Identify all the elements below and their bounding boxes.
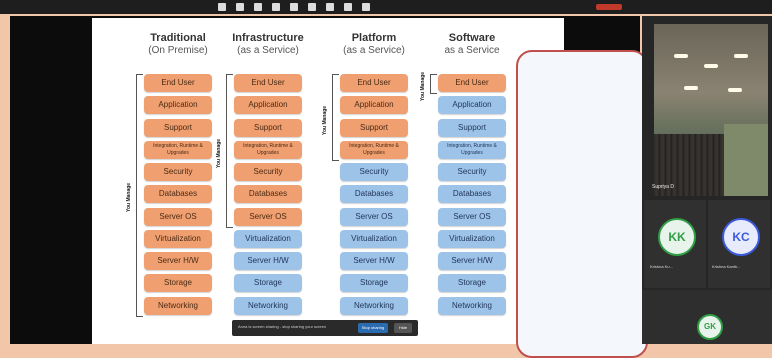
toolbar-icon[interactable] <box>308 3 316 11</box>
participant-video[interactable] <box>654 24 768 196</box>
stack-item: Application <box>144 96 212 115</box>
avatar: KC <box>722 218 760 256</box>
stack-item: Integration, Runtime & Upgrades <box>438 140 506 159</box>
stack-item: Virtualization <box>144 229 212 248</box>
stack-item: Storage <box>340 274 408 293</box>
saas-highlight-box <box>516 50 648 358</box>
stack-item: End User <box>144 74 212 92</box>
toolbar-icon[interactable] <box>272 3 280 11</box>
stack-item: Security <box>234 163 302 181</box>
stack-item: Integration, Runtime & Upgrades <box>340 140 408 159</box>
manage-bracket <box>430 74 437 95</box>
stack-item: End User <box>438 74 506 92</box>
stack-item: Networking <box>144 296 212 315</box>
stack-item: Server OS <box>144 207 212 226</box>
stack-item: Virtualization <box>340 229 408 248</box>
stack-item: Databases <box>438 185 506 204</box>
participant-tile-kk[interactable]: KK <box>644 200 706 288</box>
stack-item: Support <box>438 118 506 137</box>
stack-item: Server H/W <box>234 252 302 270</box>
stack-item: Networking <box>234 296 302 315</box>
you-manage-label: You Manage <box>216 138 222 168</box>
manage-bracket <box>332 74 339 161</box>
participant-name: Krishna Ku... <box>650 264 673 269</box>
avatar: GK <box>697 314 723 340</box>
column-subtitle: as a Service <box>444 45 500 56</box>
stack-item: Databases <box>144 185 212 204</box>
toolbar-icon[interactable] <box>362 3 370 11</box>
toolbar-icon[interactable] <box>326 3 334 11</box>
stack-item: Server OS <box>340 207 408 226</box>
stack-item: Storage <box>438 274 506 293</box>
avatar: KK <box>658 218 696 256</box>
stack-item: Application <box>234 96 302 115</box>
you-manage-label: You Manage <box>126 183 132 213</box>
stack-item: Server H/W <box>340 252 408 270</box>
stack-item: Security <box>144 163 212 181</box>
stack-item: Virtualization <box>234 229 302 248</box>
stack-item: Application <box>438 96 506 115</box>
toolbar-icon[interactable] <box>254 3 262 11</box>
manage-bracket <box>136 74 143 317</box>
top-toolbar <box>0 0 772 14</box>
screen-share-notification: Anna is screen sharing - stop sharing yo… <box>232 320 418 336</box>
column-subtitle: (as a Service) <box>343 45 405 56</box>
stop-sharing-button[interactable]: Stop sharing <box>358 323 388 333</box>
you-manage-label: You Manage <box>420 72 426 102</box>
stack-item: Security <box>438 163 506 181</box>
stack-item: Databases <box>234 185 302 204</box>
participant-name: Supriya D <box>652 184 674 190</box>
stack-item: Support <box>234 118 302 137</box>
toolbar-icon[interactable] <box>344 3 352 11</box>
leave-button[interactable] <box>596 4 622 10</box>
stack-item: Support <box>144 118 212 137</box>
stack-item: Storage <box>234 274 302 293</box>
stack-item: Integration, Runtime & Upgrades <box>144 140 212 159</box>
column-subtitle: (as a Service) <box>237 45 299 56</box>
stack-item: Application <box>340 96 408 115</box>
column-subtitle: (On Premise) <box>148 45 208 56</box>
stack-item: End User <box>340 74 408 92</box>
column-title: Infrastructure <box>232 32 304 44</box>
notification-text: Anna is screen sharing - stop sharing yo… <box>238 324 327 329</box>
participant-name: Krishna Kanth... <box>712 264 741 269</box>
stack-item: Integration, Runtime & Upgrades <box>234 140 302 159</box>
participant-tile-gk[interactable]: GK <box>642 290 772 344</box>
column-title: Traditional <box>150 32 206 44</box>
stack-item: Virtualization <box>438 229 506 248</box>
you-manage-label: You Manage <box>322 105 328 135</box>
stack-item: Networking <box>340 296 408 315</box>
toolbar-icon[interactable] <box>218 3 226 11</box>
stack-item: Server OS <box>234 207 302 226</box>
toolbar-icon[interactable] <box>290 3 298 11</box>
stack-item: Support <box>340 118 408 137</box>
stack-item: Server H/W <box>144 252 212 270</box>
stack-item: Server OS <box>438 207 506 226</box>
stack-item: Server H/W <box>438 252 506 270</box>
hide-button[interactable]: Hide <box>394 323 412 333</box>
column-title: Platform <box>351 32 397 44</box>
stack-item: End User <box>234 74 302 92</box>
stack-item: Networking <box>438 296 506 315</box>
manage-bracket <box>226 74 233 228</box>
column-title: Software <box>448 32 496 44</box>
stack-item: Databases <box>340 185 408 204</box>
stack-item: Storage <box>144 274 212 293</box>
toolbar-icon[interactable] <box>236 3 244 11</box>
stack-item: Security <box>340 163 408 181</box>
participant-tile-kc[interactable]: KC <box>708 200 770 288</box>
